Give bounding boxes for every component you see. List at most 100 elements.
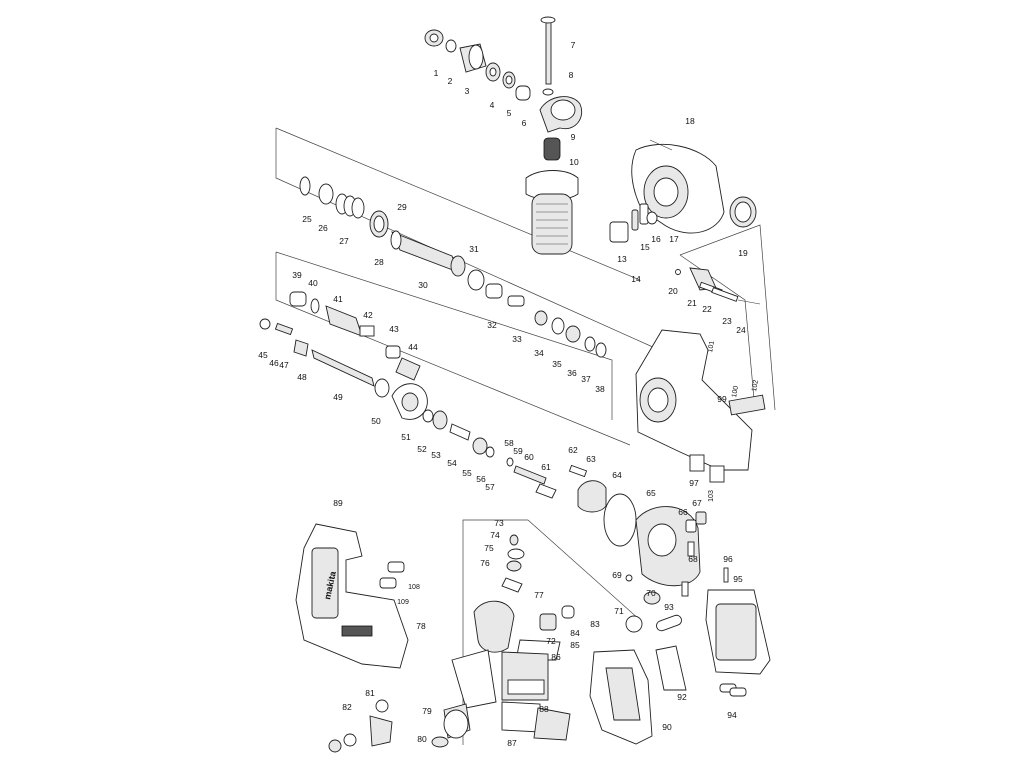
part-label-8: 8 (569, 70, 574, 80)
part-label-18: 18 (685, 116, 695, 126)
front-housing-cluster (609, 139, 761, 305)
part-label-22: 22 (702, 304, 712, 314)
part-label-77: 77 (534, 590, 544, 600)
part-label-44: 44 (408, 342, 418, 352)
part-label-23: 23 (722, 316, 732, 326)
part-label-57: 57 (485, 482, 495, 492)
clutch-parts (506, 457, 637, 547)
part-label-66: 66 (678, 507, 688, 517)
part-label-85: 85 (570, 640, 580, 650)
part-label-102: 102 (751, 379, 760, 392)
part-label-7: 7 (571, 40, 576, 50)
part-label-100: 100 (731, 385, 740, 398)
part-label-76: 76 (480, 558, 490, 568)
part-label-51: 51 (401, 432, 411, 442)
part-label-25: 25 (302, 214, 312, 224)
part-label-53: 53 (431, 450, 441, 460)
part-label-65: 65 (646, 488, 656, 498)
part-label-6: 6 (522, 118, 527, 128)
motor-cluster (625, 506, 707, 633)
part-label-63: 63 (586, 454, 596, 464)
part-label-46: 46 (269, 358, 279, 368)
part-label-36: 36 (567, 368, 577, 378)
part-label-92: 92 (677, 692, 687, 702)
part-label-71: 71 (614, 606, 624, 616)
part-label-2: 2 (448, 76, 453, 86)
main-housing-left: makita (295, 523, 409, 669)
part-label-15: 15 (640, 242, 650, 252)
part-label-89: 89 (333, 498, 343, 508)
part-label-27: 27 (339, 236, 349, 246)
part-label-16: 16 (651, 234, 661, 244)
part-label-96: 96 (723, 554, 733, 564)
part-label-58: 58 (504, 438, 514, 448)
part-label-54: 54 (447, 458, 457, 468)
spindle-parts-row (299, 176, 607, 358)
part-label-10: 10 (569, 157, 579, 167)
part-label-79: 79 (422, 706, 432, 716)
handle-and-cover (589, 567, 771, 745)
part-label-14: 14 (631, 274, 641, 284)
gear-housing (635, 329, 766, 483)
part-label-47: 47 (279, 360, 289, 370)
top-parts-cluster (424, 16, 582, 255)
part-label-28: 28 (374, 257, 384, 267)
part-label-78: 78 (416, 621, 426, 631)
part-label-34: 34 (534, 348, 544, 358)
part-label-103: 103 (708, 490, 715, 502)
part-label-88: 88 (539, 704, 549, 714)
part-label-26: 26 (318, 223, 328, 233)
armature-parts (328, 534, 575, 753)
part-label-9: 9 (571, 132, 576, 142)
part-label-21: 21 (687, 298, 697, 308)
part-label-60: 60 (524, 452, 534, 462)
part-label-31: 31 (469, 244, 479, 254)
part-label-97: 97 (689, 478, 699, 488)
part-label-4: 4 (490, 100, 495, 110)
part-label-41: 41 (333, 294, 343, 304)
part-label-90: 90 (662, 722, 672, 732)
impact-parts-row (259, 291, 495, 458)
part-label-56: 56 (476, 474, 486, 484)
part-label-3: 3 (465, 86, 470, 96)
part-label-43: 43 (389, 324, 399, 334)
part-label-17: 17 (669, 234, 679, 244)
part-label-95: 95 (733, 574, 743, 584)
part-label-5: 5 (507, 108, 512, 118)
part-label-75: 75 (484, 543, 494, 553)
part-label-80: 80 (417, 734, 427, 744)
part-label-108: 108 (408, 584, 420, 591)
part-label-84: 84 (570, 628, 580, 638)
part-label-93: 93 (664, 602, 674, 612)
part-label-64: 64 (612, 470, 622, 480)
part-label-70: 70 (646, 588, 656, 598)
part-label-50: 50 (371, 416, 381, 426)
part-label-33: 33 (512, 334, 522, 344)
part-label-83: 83 (590, 619, 600, 629)
assembly-frame-lines (275, 127, 776, 745)
part-label-86: 86 (551, 652, 561, 662)
part-label-29: 29 (397, 202, 407, 212)
part-label-19: 19 (738, 248, 748, 258)
part-label-32: 32 (487, 320, 497, 330)
part-label-72: 72 (546, 636, 556, 646)
part-label-37: 37 (581, 374, 591, 384)
part-label-45: 45 (258, 350, 268, 360)
part-label-13: 13 (617, 254, 627, 264)
part-label-48: 48 (297, 372, 307, 382)
part-label-20: 20 (668, 286, 678, 296)
part-label-59: 59 (513, 446, 523, 456)
part-label-101: 101 (707, 340, 716, 353)
part-label-24: 24 (736, 325, 746, 335)
part-label-52: 52 (417, 444, 427, 454)
part-label-81: 81 (365, 688, 375, 698)
part-label-42: 42 (363, 310, 373, 320)
part-label-62: 62 (568, 445, 578, 455)
part-label-82: 82 (342, 702, 352, 712)
part-label-61: 61 (541, 462, 551, 472)
part-label-109: 109 (397, 599, 409, 606)
part-label-99: 99 (717, 394, 727, 404)
part-label-38: 38 (595, 384, 605, 394)
